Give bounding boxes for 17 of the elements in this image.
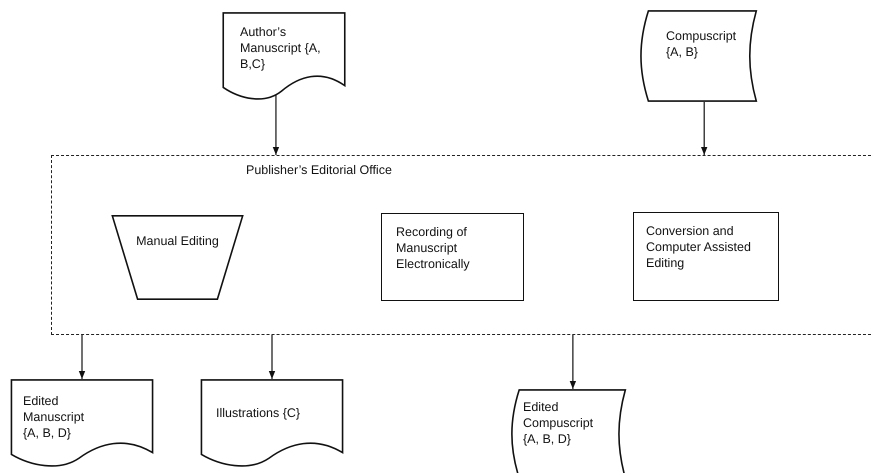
node-label: Author’s Manuscript {A, B,C} xyxy=(240,24,322,72)
node-label: Manual Editing xyxy=(135,233,220,249)
arrow xyxy=(78,335,86,379)
process-box xyxy=(633,212,779,301)
process-box xyxy=(381,213,524,301)
node-label: Illustrations {C} xyxy=(216,405,302,421)
node-label: Edited Compuscript {A, B, D} xyxy=(523,399,594,447)
node-label: Edited Manuscript {A, B, D} xyxy=(23,393,86,441)
node-label: Compuscript {A, B} xyxy=(666,28,738,60)
dashed-region xyxy=(51,155,873,335)
arrow xyxy=(268,335,276,379)
node-label: Recording of Manuscript Electronically xyxy=(396,224,471,272)
arrow xyxy=(701,102,708,155)
region-title: Publisher’s Editorial Office xyxy=(246,162,393,178)
arrow xyxy=(272,94,280,155)
node-label: Conversion and Computer Assisted Editing xyxy=(646,223,752,271)
arrow xyxy=(570,335,576,389)
